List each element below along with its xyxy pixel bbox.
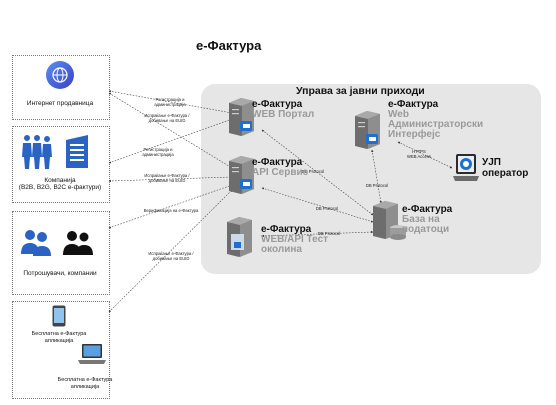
test-env-server-icon [227, 217, 252, 257]
edge-company-web [108, 118, 233, 164]
edge-api-db [261, 187, 374, 223]
consumers-label: Потрошувачи, компании [23, 270, 97, 277]
edge-label-reg-admin-2: Регистрација и администрација [142, 147, 174, 157]
edge-label-reg-admin-1: Регистрација и администрација [154, 97, 186, 107]
mobile-phone-icon [52, 305, 66, 327]
database-title: е-Фактура [402, 204, 453, 215]
admin-interface-sub: Web Администраторски Интерфејс [388, 109, 484, 140]
region-title: Управа за јавни приходи [296, 85, 425, 97]
company-label: Компанија (B2B, B2G, B2C е-фактури) [18, 177, 102, 191]
web-portal-server-icon [229, 98, 254, 136]
database-server-icon [373, 201, 406, 240]
ujp-operator-laptop-icon [453, 154, 479, 181]
edge-label-db-protocol-2: DB Protocol [315, 206, 339, 211]
globe-icon [46, 61, 74, 89]
admin-interface-server-icon [355, 111, 380, 149]
database-sub: База на податоци [402, 214, 450, 235]
api-service-node: е-Фактура API Сервис [252, 157, 308, 178]
api-service-sub: API Сервис [252, 167, 309, 178]
edge-web-db [261, 129, 374, 216]
test-env-title: е-Фактура [261, 224, 312, 235]
edge-admin-db [371, 149, 382, 204]
edge-consumers-api [108, 184, 233, 229]
edge-admin-ujp [397, 141, 453, 169]
edge-label-verify: Верификација на е-Фактура [143, 208, 199, 213]
edge-label-db-protocol-1: DB Protocol [301, 169, 325, 174]
edge-label-issue-1: Испраќање е-Фактура / добивање на EUID [144, 113, 190, 123]
edge-apps-api [108, 189, 233, 313]
admin-interface-title: е-Фактура [388, 99, 439, 110]
database-node: е-Фактура База на податоци [402, 204, 452, 235]
edge-test-db [261, 230, 374, 238]
api-service-title: е-Фактура [252, 157, 303, 168]
web-portal-title: е-Фактура [252, 99, 303, 110]
test-env-sub: WEB/API Тест околина [261, 234, 329, 255]
edge-company-api [108, 175, 233, 183]
edge-label-issue-2: Испраќање е-Фактура / добивање на EUID [144, 173, 190, 183]
mobile-app-label: Бесплатна е-Фактура апликација [31, 331, 87, 344]
ujp-operator-label: УЈП оператор [482, 157, 529, 179]
web-portal-sub: WEB Портал [252, 109, 315, 120]
internet-shop-label: Интернет продавница [26, 100, 94, 107]
laptop-icon [78, 344, 106, 364]
api-service-server-icon [229, 156, 254, 194]
desktop-app-label: Бесплатна е-Фактура апликација [57, 377, 113, 390]
diagram-title: е-Фактура [196, 38, 262, 53]
edge-label-db-protocol-3: DB Protocol [317, 231, 341, 236]
edge-label-issue-3: Испраќање е-Фактура / добивање на EUID [148, 251, 194, 261]
edge-label-https: HTTPS WEB Access [407, 149, 431, 159]
edge-label-db-protocol-4: DB Protocol [365, 183, 389, 188]
business-people-building-icon [22, 135, 88, 169]
test-env-node: е-Фактура WEB/API Тест околина [261, 224, 328, 255]
admin-interface-node: е-Фактура Web Администраторски Интерфејс [388, 99, 483, 140]
people-group-icon [21, 230, 93, 256]
web-portal-node: е-Фактура WEB Портал [252, 99, 314, 120]
